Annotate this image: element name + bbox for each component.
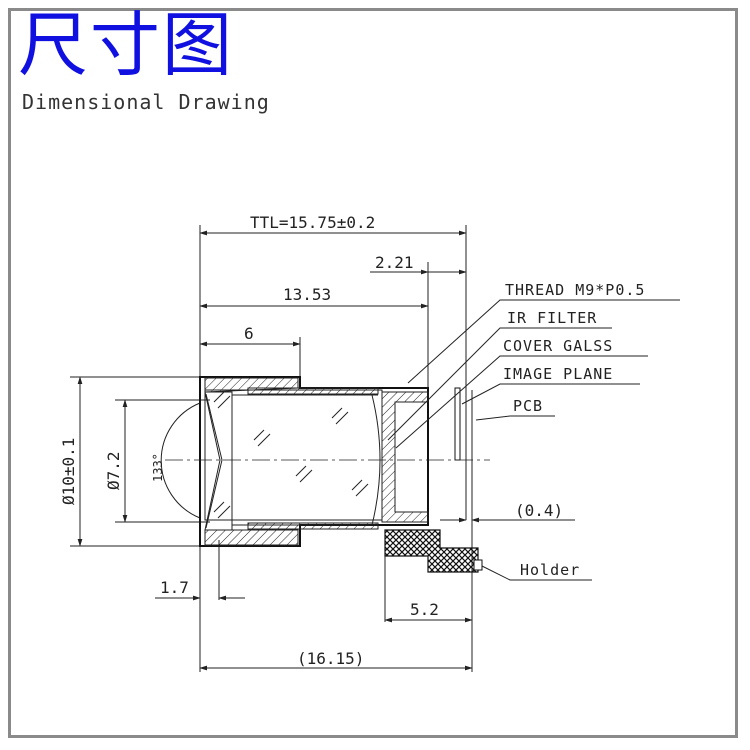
label-image-plane: IMAGE PLANE [503,365,613,383]
label-ir-filter: IR FILTER [507,309,597,327]
dim-13-53: 13.53 [283,285,331,304]
dim-5-2: 5.2 [410,600,439,619]
label-pcb: PCB [513,397,543,415]
dim-2-21: 2.21 [375,253,414,272]
dim-ttl: TTL=15.75±0.2 [250,213,375,232]
dim-dia-7-2: Ø7.2 [104,451,123,490]
lens-body [199,376,429,547]
dim-angle: 133° [151,453,165,482]
dim-0-4: (0.4) [515,501,563,520]
view-angle-arc [160,402,201,519]
dim-6: 6 [244,324,254,343]
drawing-frame [8,8,738,738]
dim-16-15: (16.15) [297,649,364,668]
label-holder: Holder [520,561,580,579]
dim-1-7: 1.7 [160,578,189,597]
leader-lines [387,299,680,581]
title-english: Dimensional Drawing [22,90,270,114]
ir-filter-plate [454,387,461,461]
title-chinese: 尺寸图 [18,4,234,86]
dim-dia-10: Ø10±0.1 [59,438,78,505]
holder-part [384,529,479,573]
label-thread: THREAD M9*P0.5 [505,281,645,299]
holder-tab [473,559,483,571]
dimension-lines [77,230,575,671]
label-cover-glass: COVER GALSS [503,337,613,355]
